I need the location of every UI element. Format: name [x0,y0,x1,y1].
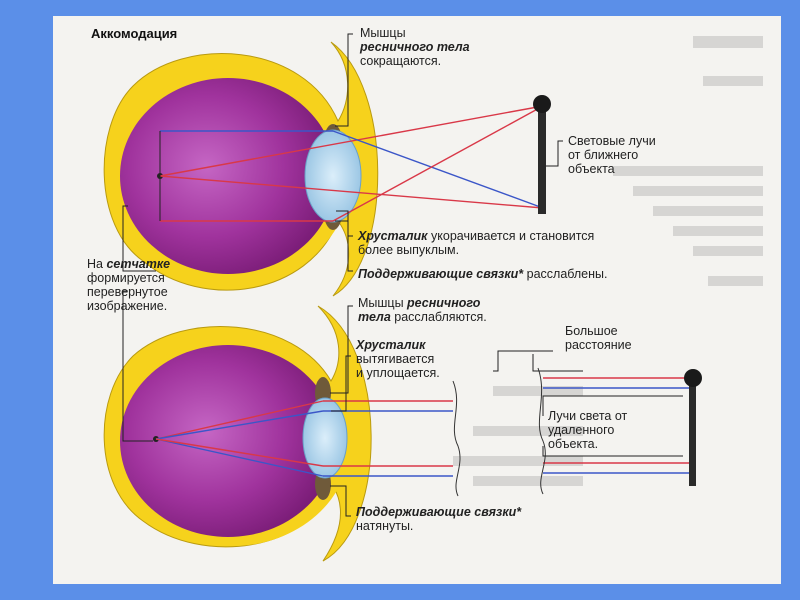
near-object [533,95,551,214]
bligaments-rest: натянуты. [356,519,414,533]
muscles-rest: сокращаются. [360,54,442,68]
accommodation-diagram [103,33,763,562]
blens-rest1: вытягивается [356,352,435,366]
muscles-line1: Мышцы [360,26,406,40]
near-rays-line2: от ближнего [568,148,639,162]
lens-rest2: более выпуклым. [358,243,460,257]
bmuscles-line1a: Мышцы [358,296,408,310]
label-near-rays: Световые лучи от ближнего объекта [568,134,698,176]
label-ligaments-tense: Поддерживающие связки* натянуты. [356,505,616,533]
bottom-rays [155,377,693,477]
retina-line4: изображение. [87,299,168,313]
lens-strong: Хрусталик [358,229,428,243]
label-large-distance: Большое расстояние [565,324,685,352]
distance-line2: расстояние [565,338,632,352]
bottom-eye [103,305,372,562]
bmuscles-strong1: ресничного [407,296,481,310]
muscles-strong: ресничного тела [360,40,470,54]
diagram-title: Аккомодация [91,26,178,41]
leader-lines [122,33,683,517]
label-far-rays: Лучи света от удаленного объекта. [548,409,688,451]
bligaments-strong: Поддерживающие связки* [356,505,522,519]
retina-line2: формируется [87,271,165,285]
far-rays-line3: объекта. [548,437,599,451]
lens-rest1: укорачивается и становится [427,229,595,243]
ligaments-rest: расслаблены. [523,267,608,281]
far-object [684,369,702,486]
top-eye [103,41,379,297]
blens-strong: Хрусталик [356,338,426,352]
far-rays-line2: удаленного [548,423,615,437]
label-retina: На сетчатке формируется перевернутое изо… [87,257,257,313]
ligaments-strong: Поддерживающие связки* [358,267,524,281]
top-rays [159,105,544,222]
label-lens-flatter: Хрусталик вытягивается и уплощается. [356,338,506,380]
diagram-panel: Аккомодация Мышцы ресничного тела сокращ… [53,16,781,584]
retina-line1a: На [87,257,107,271]
blens-rest2: и уплощается. [356,366,440,380]
label-lens-shorter: Хрусталик укорачивается и становится бол… [358,229,698,257]
near-rays-line3: объекта [568,162,615,176]
near-rays-line1: Световые лучи [568,134,656,148]
page-background-texture [453,36,763,486]
label-muscles-relax: Мышцы ресничного тела расслабляются. [358,296,568,324]
label-muscles-contract: Мышцы ресничного тела сокращаются. [360,26,550,68]
distance-break-marks [452,367,546,497]
distance-line1: Большое [565,324,618,338]
bmuscles-strong2: тела [358,310,391,324]
bmuscles-rest: расслабляются. [390,310,487,324]
label-ligaments-relaxed: Поддерживающие связки* расслаблены. [358,267,738,281]
retina-line3: перевернутое [87,285,168,299]
far-rays-line1: Лучи света от [548,409,628,423]
retina-strong: сетчатке [106,257,171,271]
